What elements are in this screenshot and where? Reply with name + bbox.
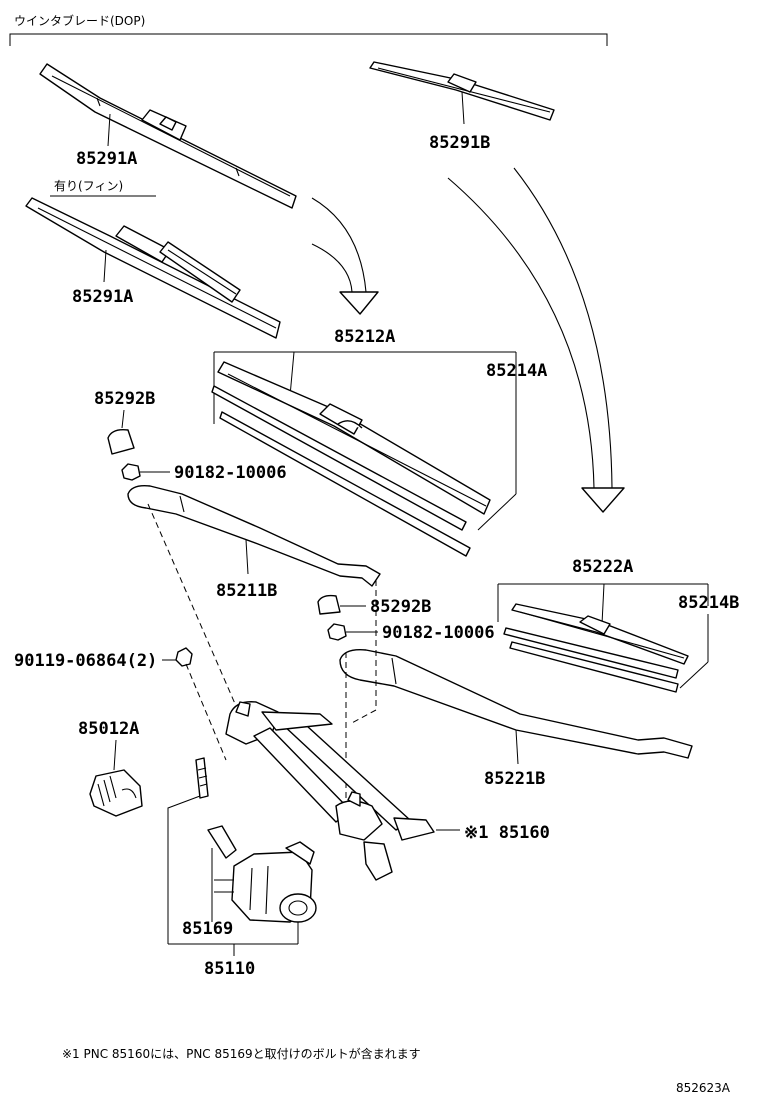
label-85214a: 85214A (486, 361, 547, 381)
label-85291a-fin: 85291A (72, 287, 133, 307)
bolt-85169[interactable] (195, 757, 209, 799)
flow-arrow-right (447, 167, 625, 513)
wiper-blade-85291b[interactable] (369, 61, 555, 121)
variant-note: 有り(フィン) (54, 179, 123, 193)
label-85221b: 85221B (484, 769, 545, 789)
dash-arm-right (349, 580, 377, 725)
label-85160: ※1 85160 (464, 823, 550, 843)
wiper-blade-85291a-top[interactable] (39, 63, 297, 209)
leader-85291b (461, 91, 465, 125)
blade-rubber-85214b[interactable] (503, 627, 679, 693)
nut-90182-top[interactable] (121, 463, 141, 481)
label-90182-top: 90182-10006 (174, 463, 287, 483)
section-bracket (9, 33, 608, 46)
label-85110: 85110 (204, 959, 255, 979)
label-90119: 90119-06864(2) (14, 651, 157, 671)
label-85291a-top: 85291A (76, 149, 137, 169)
section-title: ウインタブレード(DOP) (14, 13, 145, 28)
bolt-90119[interactable] (175, 647, 193, 667)
wiper-blade-assy-85212a[interactable] (217, 361, 491, 515)
leader-85291a-fin (103, 249, 107, 283)
leader-85291a-top (107, 113, 111, 147)
label-85012a: 85012A (78, 719, 139, 739)
label-85214b: 85214B (678, 593, 739, 613)
label-85169: 85169 (182, 919, 233, 939)
label-90182-mid: 90182-10006 (382, 623, 495, 643)
wiper-link-85160[interactable] (225, 701, 435, 881)
wiper-cap-85292b-mid[interactable] (317, 594, 341, 615)
label-85292b-top: 85292B (94, 389, 155, 409)
blade-rubber-85214a[interactable] (211, 385, 471, 557)
dash-arm-left (147, 503, 237, 707)
nut-90182-mid[interactable] (327, 623, 347, 641)
figure-id: 852623A (676, 1081, 731, 1095)
bracket-85169 (167, 795, 201, 944)
dash-cap-left (185, 663, 227, 761)
label-85291b: 85291B (429, 133, 490, 153)
flow-arrow-left (311, 197, 379, 315)
wiper-arm-85221b[interactable] (339, 649, 693, 759)
footnote: ※1 PNC 85160には、PNC 85169と取付けのボルトが含まれます (62, 1046, 421, 1061)
wiper-arm-85211b[interactable] (127, 484, 381, 587)
motor-cover-85012a[interactable] (89, 769, 143, 817)
label-85211b: 85211B (216, 581, 277, 601)
wiper-blade-assy-85222a[interactable] (511, 603, 689, 665)
label-85292b-mid: 85292B (370, 597, 431, 617)
wiper-cap-85292b-top[interactable] (107, 428, 135, 455)
wiper-motor-85110[interactable] (207, 825, 317, 923)
label-85212a: 85212A (334, 327, 395, 347)
label-85222a: 85222A (572, 557, 633, 577)
wiper-blade-85291a-fin[interactable] (25, 197, 281, 339)
